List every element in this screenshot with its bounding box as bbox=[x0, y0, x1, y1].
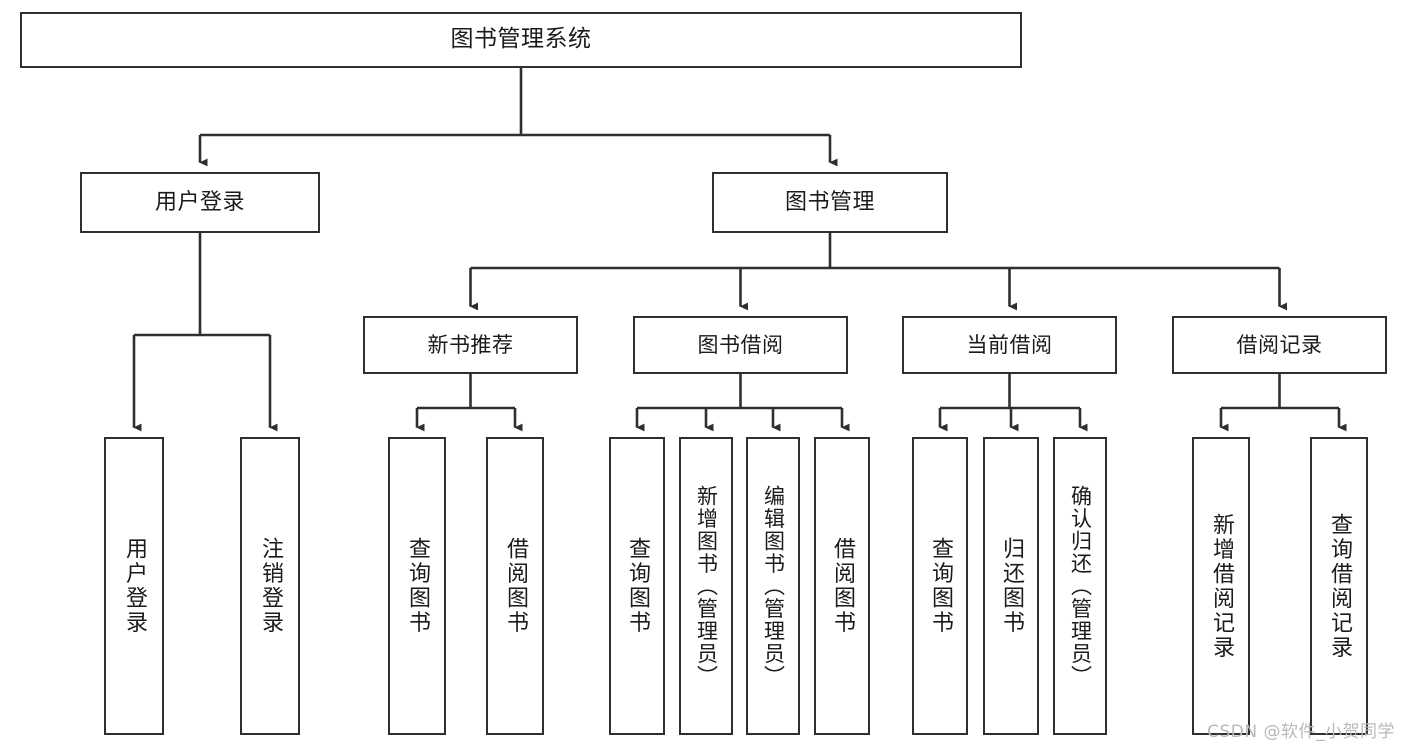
node-book-management[interactable]: 图书管理 bbox=[712, 172, 948, 233]
node-book-borrowing[interactable]: 图书借阅 bbox=[633, 316, 848, 374]
node-label: 查询图书 bbox=[625, 537, 650, 635]
node-label: 借阅记录 bbox=[1236, 332, 1323, 357]
node-label: 查询图书 bbox=[928, 537, 953, 635]
node-leaf-query-book-2[interactable]: 查询图书 bbox=[609, 437, 665, 735]
node-label: 注销登录 bbox=[258, 537, 283, 635]
node-label: 图书管理系统 bbox=[450, 26, 592, 53]
node-root-book-management-system[interactable]: 图书管理系统 bbox=[20, 12, 1022, 68]
node-label: 图书管理 bbox=[784, 189, 875, 215]
node-label: 新书推荐 bbox=[427, 332, 514, 357]
node-label: 借阅图书 bbox=[503, 537, 528, 635]
node-leaf-query-book-1[interactable]: 查询图书 bbox=[388, 437, 446, 735]
node-label: 当前借阅 bbox=[966, 332, 1053, 357]
node-leaf-user-login[interactable]: 用户登录 bbox=[104, 437, 164, 735]
node-leaf-user-logout[interactable]: 注销登录 bbox=[240, 437, 300, 735]
node-label: 图书借阅 bbox=[697, 332, 784, 357]
node-current-borrowing[interactable]: 当前借阅 bbox=[902, 316, 1117, 374]
node-leaf-add-record[interactable]: 新增借阅记录 bbox=[1192, 437, 1250, 735]
node-leaf-add-book[interactable]: 新增图书（管理员） bbox=[679, 437, 733, 735]
node-label: 确认归还（管理员） bbox=[1068, 484, 1093, 688]
node-leaf-edit-book[interactable]: 编辑图书（管理员） bbox=[746, 437, 800, 735]
node-leaf-confirm-return[interactable]: 确认归还（管理员） bbox=[1053, 437, 1107, 735]
node-new-book-recommendation[interactable]: 新书推荐 bbox=[363, 316, 578, 374]
node-label: 查询借阅记录 bbox=[1327, 512, 1352, 660]
node-label: 用户登录 bbox=[154, 189, 245, 215]
node-leaf-borrow-book-1[interactable]: 借阅图书 bbox=[486, 437, 544, 735]
node-label: 查询图书 bbox=[405, 537, 430, 635]
node-leaf-query-book-3[interactable]: 查询图书 bbox=[912, 437, 968, 735]
node-leaf-query-record[interactable]: 查询借阅记录 bbox=[1310, 437, 1368, 735]
node-label: 借阅图书 bbox=[830, 537, 855, 635]
node-label: 新增借阅记录 bbox=[1209, 512, 1234, 660]
node-label: 新增图书（管理员） bbox=[694, 484, 719, 688]
node-leaf-return-book[interactable]: 归还图书 bbox=[983, 437, 1039, 735]
node-user-login[interactable]: 用户登录 bbox=[80, 172, 320, 233]
node-label: 用户登录 bbox=[122, 537, 147, 635]
node-label: 编辑图书（管理员） bbox=[761, 484, 786, 688]
node-borrowing-record[interactable]: 借阅记录 bbox=[1172, 316, 1387, 374]
node-leaf-borrow-book-2[interactable]: 借阅图书 bbox=[814, 437, 870, 735]
node-label: 归还图书 bbox=[999, 537, 1024, 635]
